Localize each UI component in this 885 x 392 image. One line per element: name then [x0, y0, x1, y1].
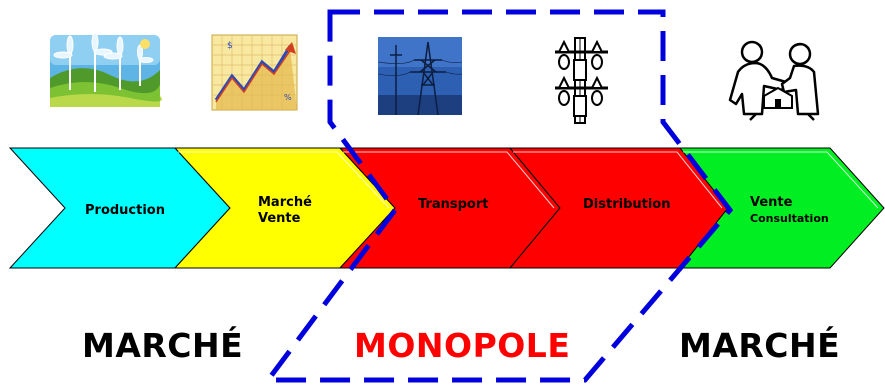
stage-label-vente-2: Vente [750, 195, 793, 210]
handshake-icon [728, 40, 820, 121]
stage-label-vente: Vente [258, 211, 301, 226]
wind-turbines-icon [50, 32, 162, 107]
value-chain-arrows [8, 147, 885, 269]
stage-label-consultation: Consultation [750, 212, 829, 225]
svg-text:%: % [284, 93, 292, 102]
utility-pole-icon [555, 37, 608, 124]
section-label-marche-right: MARCHÉ [679, 325, 840, 365]
stage-label-distribution: Distribution [583, 197, 670, 212]
power-pylon-icon [377, 37, 463, 116]
rising-chart-icon: $ % [211, 34, 298, 111]
stage-label-transport: Transport [418, 197, 488, 212]
svg-text:$: $ [227, 41, 233, 51]
stage-label-production: Production [85, 203, 165, 218]
monopole-dashed-outline [263, 9, 734, 383]
stage-label-marche: Marché [258, 195, 312, 210]
section-label-marche-left: MARCHÉ [82, 325, 243, 365]
section-label-monopole: MONOPOLE [354, 326, 570, 365]
